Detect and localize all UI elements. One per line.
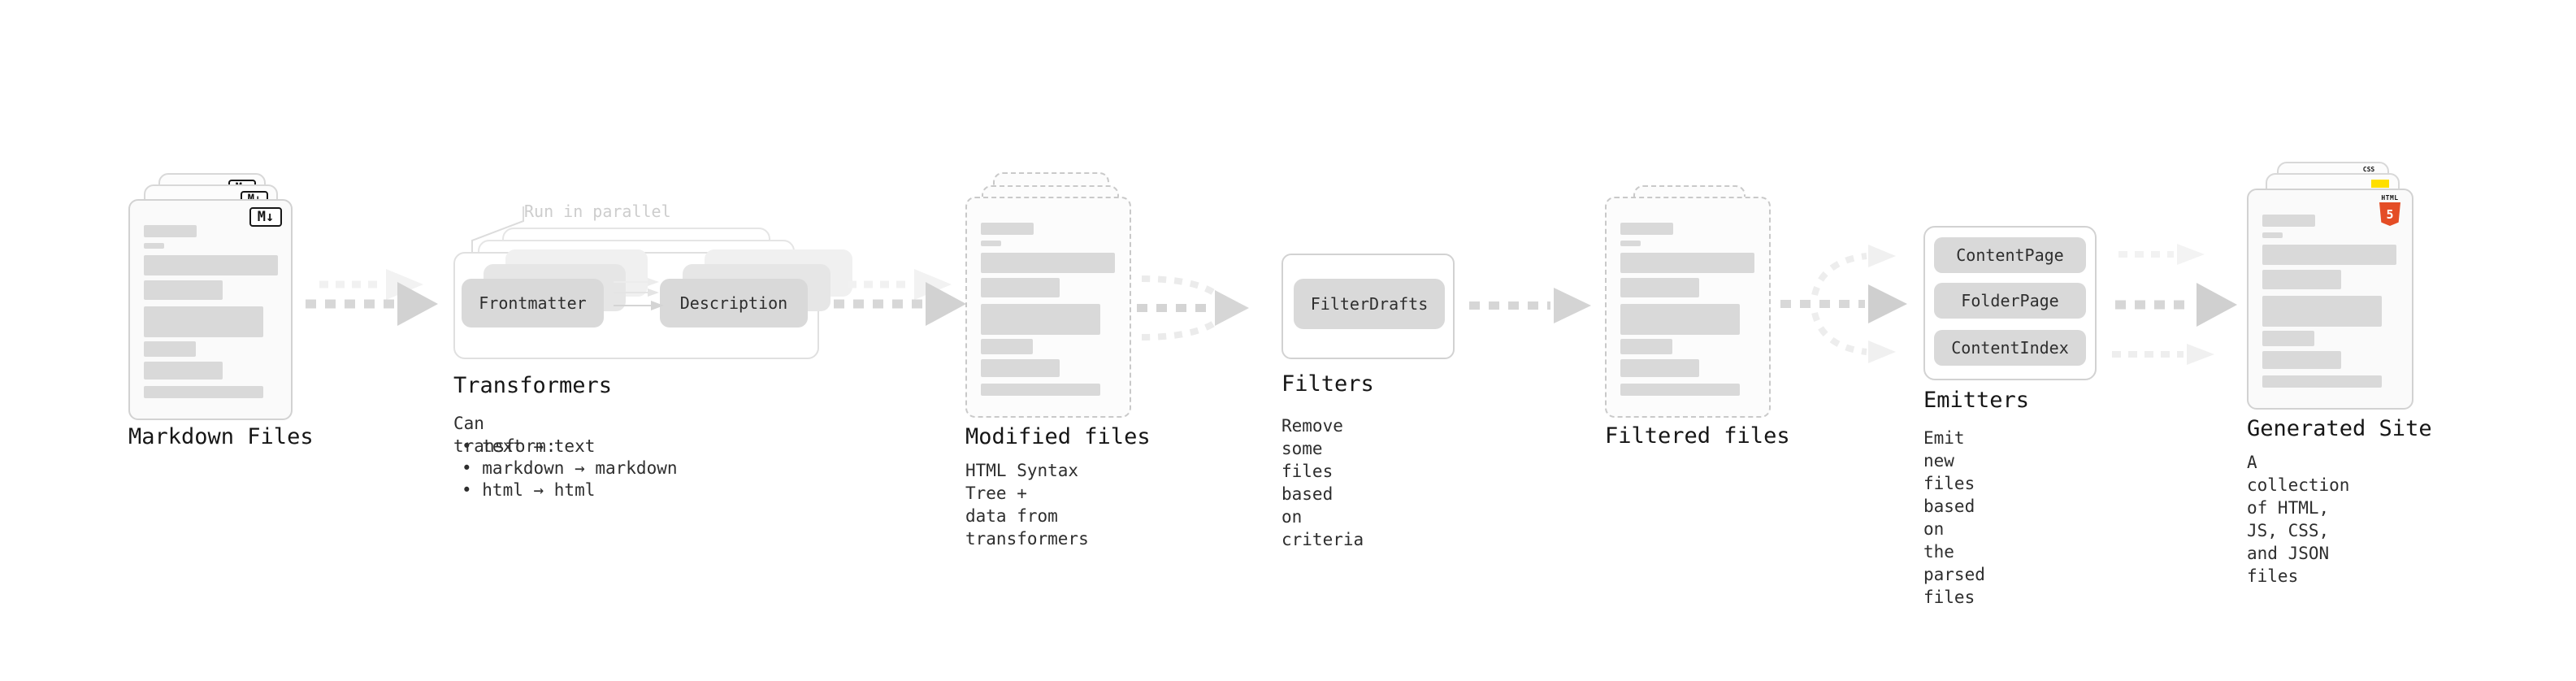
- bullet-item: • text → text: [462, 436, 596, 456]
- site-file-card-html: HTML 5: [2247, 189, 2413, 410]
- stage-label-emitters: Emitters: [1923, 388, 2030, 413]
- modified-file-card-front: [965, 197, 1131, 418]
- arrow-filters-to-filtered: [1469, 288, 1591, 323]
- filtered-file-card-front: [1605, 197, 1771, 418]
- stage-label-generated-site: Generated Site: [2247, 416, 2432, 441]
- stage-label-markdown-files: Markdown Files: [128, 424, 314, 449]
- skeleton-text-bar: [144, 341, 196, 357]
- skeleton-text-bar: [1620, 253, 1754, 273]
- skeleton-text-bar: [1620, 223, 1673, 235]
- skeleton-text-bar: [981, 339, 1033, 354]
- stage-desc-filters: Remove some files based on criteria: [1281, 416, 1364, 549]
- arrow-transformers-to-modified: [834, 269, 966, 326]
- arrow-markdown-to-transformers: [306, 269, 438, 326]
- skeleton-text-bar: [1620, 241, 1641, 246]
- filterdrafts-pill: FilterDrafts: [1294, 279, 1445, 329]
- frontmatter-pill: Frontmatter: [462, 279, 604, 327]
- run-in-parallel-note: Run in parallel: [524, 202, 671, 221]
- stage-desc-generated-site: A collection of HTML, JS, CSS, and JSON …: [2247, 453, 2350, 586]
- skeleton-text-bar: [2262, 215, 2315, 227]
- skeleton-text-bar: [1620, 278, 1699, 297]
- stage-label-filtered-files: Filtered files: [1605, 423, 1790, 449]
- skeleton-text-bar: [981, 241, 1001, 246]
- skeleton-text-bar: [2262, 270, 2341, 289]
- css-icon-text: CSS: [2362, 166, 2375, 173]
- skeleton-text-bar: [981, 304, 1100, 335]
- skeleton-text-bar: [1620, 384, 1740, 396]
- skeleton-text-bar: [2262, 331, 2314, 346]
- parallel-flow-arrows-icon: [614, 278, 664, 310]
- stage-desc-modified-files: HTML Syntax Tree + data from transformer…: [965, 461, 1089, 549]
- skeleton-text-bar: [981, 253, 1115, 273]
- stage-label-modified-files: Modified files: [965, 424, 1151, 449]
- html5-icon: HTML 5: [2379, 194, 2401, 226]
- skeleton-text-bar: [1620, 339, 1672, 354]
- skeleton-text-bar: [981, 359, 1060, 377]
- js-icon: [2371, 180, 2389, 188]
- html5-icon-shield: 5: [2379, 202, 2400, 226]
- transform-bullet-list: • text → text • markdown → markdown • ht…: [462, 436, 678, 501]
- skeleton-text-bar: [144, 255, 278, 275]
- bullet-item: • markdown → markdown: [462, 458, 678, 478]
- skeleton-text-bar: [2262, 351, 2341, 369]
- skeleton-text-bar: [981, 278, 1060, 297]
- folderpage-pill: FolderPage: [1934, 283, 2086, 319]
- stage-desc-emitters: Emit new files based on the parsed files: [1923, 428, 1985, 607]
- skeleton-text-bar: [144, 306, 263, 337]
- contentpage-pill: ContentPage: [1934, 237, 2086, 273]
- description-pill: Description: [660, 279, 808, 327]
- stage-label-filters: Filters: [1281, 371, 1374, 397]
- skeleton-text-bar: [144, 225, 197, 237]
- skeleton-text-bar: [2262, 375, 2382, 388]
- skeleton-text-bar: [144, 362, 223, 380]
- arrow-fanout-to-emitters: [1780, 245, 1907, 363]
- skeleton-text-bar: [144, 280, 223, 300]
- skeleton-text-bar: [981, 384, 1100, 396]
- markdown-file-card-front: M↓: [128, 199, 293, 420]
- html5-icon-number: 5: [2386, 206, 2394, 222]
- skeleton-text-bar: [2262, 296, 2382, 327]
- skeleton-text-bar: [1620, 304, 1740, 335]
- contentindex-pill: ContentIndex: [1934, 330, 2086, 366]
- markdown-icon: M↓: [249, 207, 282, 227]
- arrows-emitters-to-site: [2112, 244, 2237, 365]
- skeleton-text-bar: [1620, 359, 1699, 377]
- bullet-item: • html → html: [462, 480, 596, 500]
- skeleton-text-bar: [981, 223, 1034, 235]
- skeleton-text-bar: [2262, 245, 2396, 265]
- skeleton-text-bar: [2262, 232, 2283, 238]
- html5-icon-text: HTML: [2381, 194, 2399, 202]
- stage-desc-transformers: Can transform:: [453, 414, 557, 456]
- stage-label-transformers: Transformers: [453, 373, 613, 398]
- skeleton-text-bar: [144, 386, 263, 398]
- skeleton-text-bar: [144, 243, 164, 249]
- arrow-merge-to-filters: [1137, 275, 1249, 340]
